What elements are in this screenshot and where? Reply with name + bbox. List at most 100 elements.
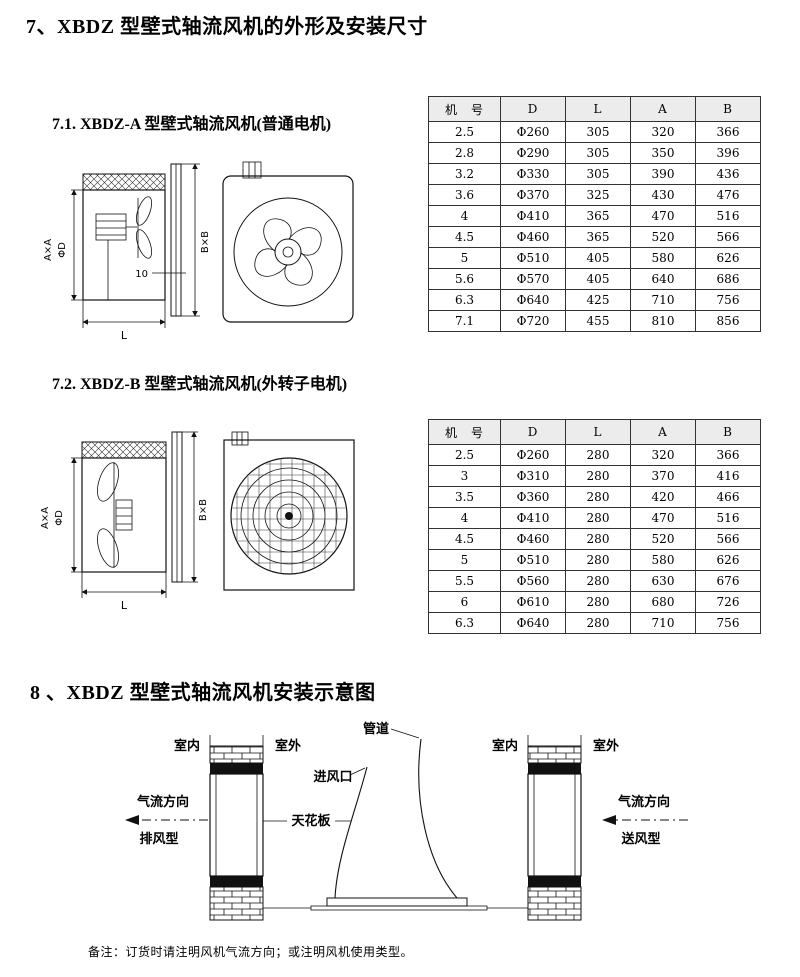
duct-and-ceiling <box>263 728 528 911</box>
exhaust-type-label: 排风型 <box>139 831 178 847</box>
left-outdoor-label: 室外 <box>275 738 301 754</box>
ceiling-mount-plate <box>326 897 468 907</box>
table-cell: 280 <box>565 507 631 529</box>
table-cell: 516 <box>695 205 761 227</box>
dimension-lines-a: A×A ΦD B×B 10 L <box>43 163 211 342</box>
table-cell: Φ510 <box>500 549 566 571</box>
column-header: L <box>565 419 631 445</box>
table-cell: 5.5 <box>428 570 501 592</box>
table-cell: 280 <box>565 486 631 508</box>
ceiling-mount-base <box>310 905 488 911</box>
side-view-drawing-a: A×A ΦD B×B 10 L <box>43 163 211 342</box>
column-header: D <box>500 419 566 445</box>
table-cell: Φ460 <box>500 226 566 248</box>
dim-label-l: L <box>121 329 128 342</box>
dim-label-bxb: B×B <box>198 499 209 521</box>
front-view-drawing-a <box>222 161 354 323</box>
fan-blade <box>135 196 153 226</box>
table-cell: Φ290 <box>500 142 566 164</box>
table-cell: 366 <box>695 444 761 466</box>
table-cell: Φ510 <box>500 247 566 269</box>
table-cell: 280 <box>565 570 631 592</box>
right-airflow-label: 气流方向 <box>618 794 670 810</box>
table-cell: Φ330 <box>500 163 566 185</box>
duct-outer-wall <box>418 738 458 899</box>
table-cell: 405 <box>565 268 631 290</box>
table-cell: 3.5 <box>428 486 501 508</box>
table-cell: 2.5 <box>428 121 501 143</box>
table-cell: 466 <box>695 486 761 508</box>
dim-label-phid: ΦD <box>54 510 65 526</box>
table-cell: Φ640 <box>500 289 566 311</box>
table-cell: Φ360 <box>500 486 566 508</box>
table-cell: 436 <box>695 163 761 185</box>
motor-symbol <box>95 213 127 241</box>
fan-frame-band <box>528 876 581 887</box>
table-cell: 516 <box>695 507 761 529</box>
airflow-arrows <box>125 815 688 825</box>
table-cell: 566 <box>695 528 761 550</box>
column-header: B <box>695 96 761 122</box>
fan-frame-band <box>528 763 581 774</box>
table-cell: 2.5 <box>428 444 501 466</box>
dim-label-gap: 10 <box>135 269 148 280</box>
table-cell: 320 <box>630 121 696 143</box>
table-cell: 320 <box>630 444 696 466</box>
table-cell: 365 <box>565 226 631 248</box>
table-cell: 280 <box>565 528 631 550</box>
table-cell: 3 <box>428 465 501 487</box>
duct-label: 管道 <box>363 721 389 737</box>
terminal-box <box>242 161 262 179</box>
table-cell: Φ560 <box>500 570 566 592</box>
table-cell: 580 <box>630 247 696 269</box>
table-cell: 3.6 <box>428 184 501 206</box>
table-cell: 350 <box>630 142 696 164</box>
table-cell: 566 <box>695 226 761 248</box>
table-cell: 520 <box>630 226 696 248</box>
table-cell: 455 <box>565 310 631 332</box>
table-cell: 396 <box>695 142 761 164</box>
installation-diagram: 管道 进风口 天花板 室内 室外 室内 室外 气流方向 排风型 气流方向 送风型 <box>125 721 688 921</box>
table-cell: Φ720 <box>500 310 566 332</box>
table-cell: Φ460 <box>500 528 566 550</box>
dim-label-axa: A×A <box>40 507 51 529</box>
ceiling-label: 天花板 <box>291 813 331 829</box>
table-cell: Φ640 <box>500 612 566 634</box>
table-cell: Φ610 <box>500 591 566 613</box>
table-cell: 390 <box>630 163 696 185</box>
duct-inner-wall <box>334 766 368 899</box>
table-cell: 280 <box>565 612 631 634</box>
table-cell: 405 <box>565 247 631 269</box>
table-cell: 470 <box>630 507 696 529</box>
table-cell: 305 <box>565 142 631 164</box>
brick-wall <box>209 745 264 764</box>
table-cell: 686 <box>695 268 761 290</box>
right-outdoor-label: 室外 <box>593 738 619 754</box>
fan-blade <box>97 528 119 568</box>
fan-body <box>209 773 264 877</box>
table-cell: Φ370 <box>500 184 566 206</box>
column-header: D <box>500 96 566 122</box>
brick-wall <box>209 886 264 921</box>
impeller-front-a <box>254 218 322 286</box>
table-cell: 626 <box>695 247 761 269</box>
table-cell: 470 <box>630 205 696 227</box>
fan-body <box>527 773 582 877</box>
